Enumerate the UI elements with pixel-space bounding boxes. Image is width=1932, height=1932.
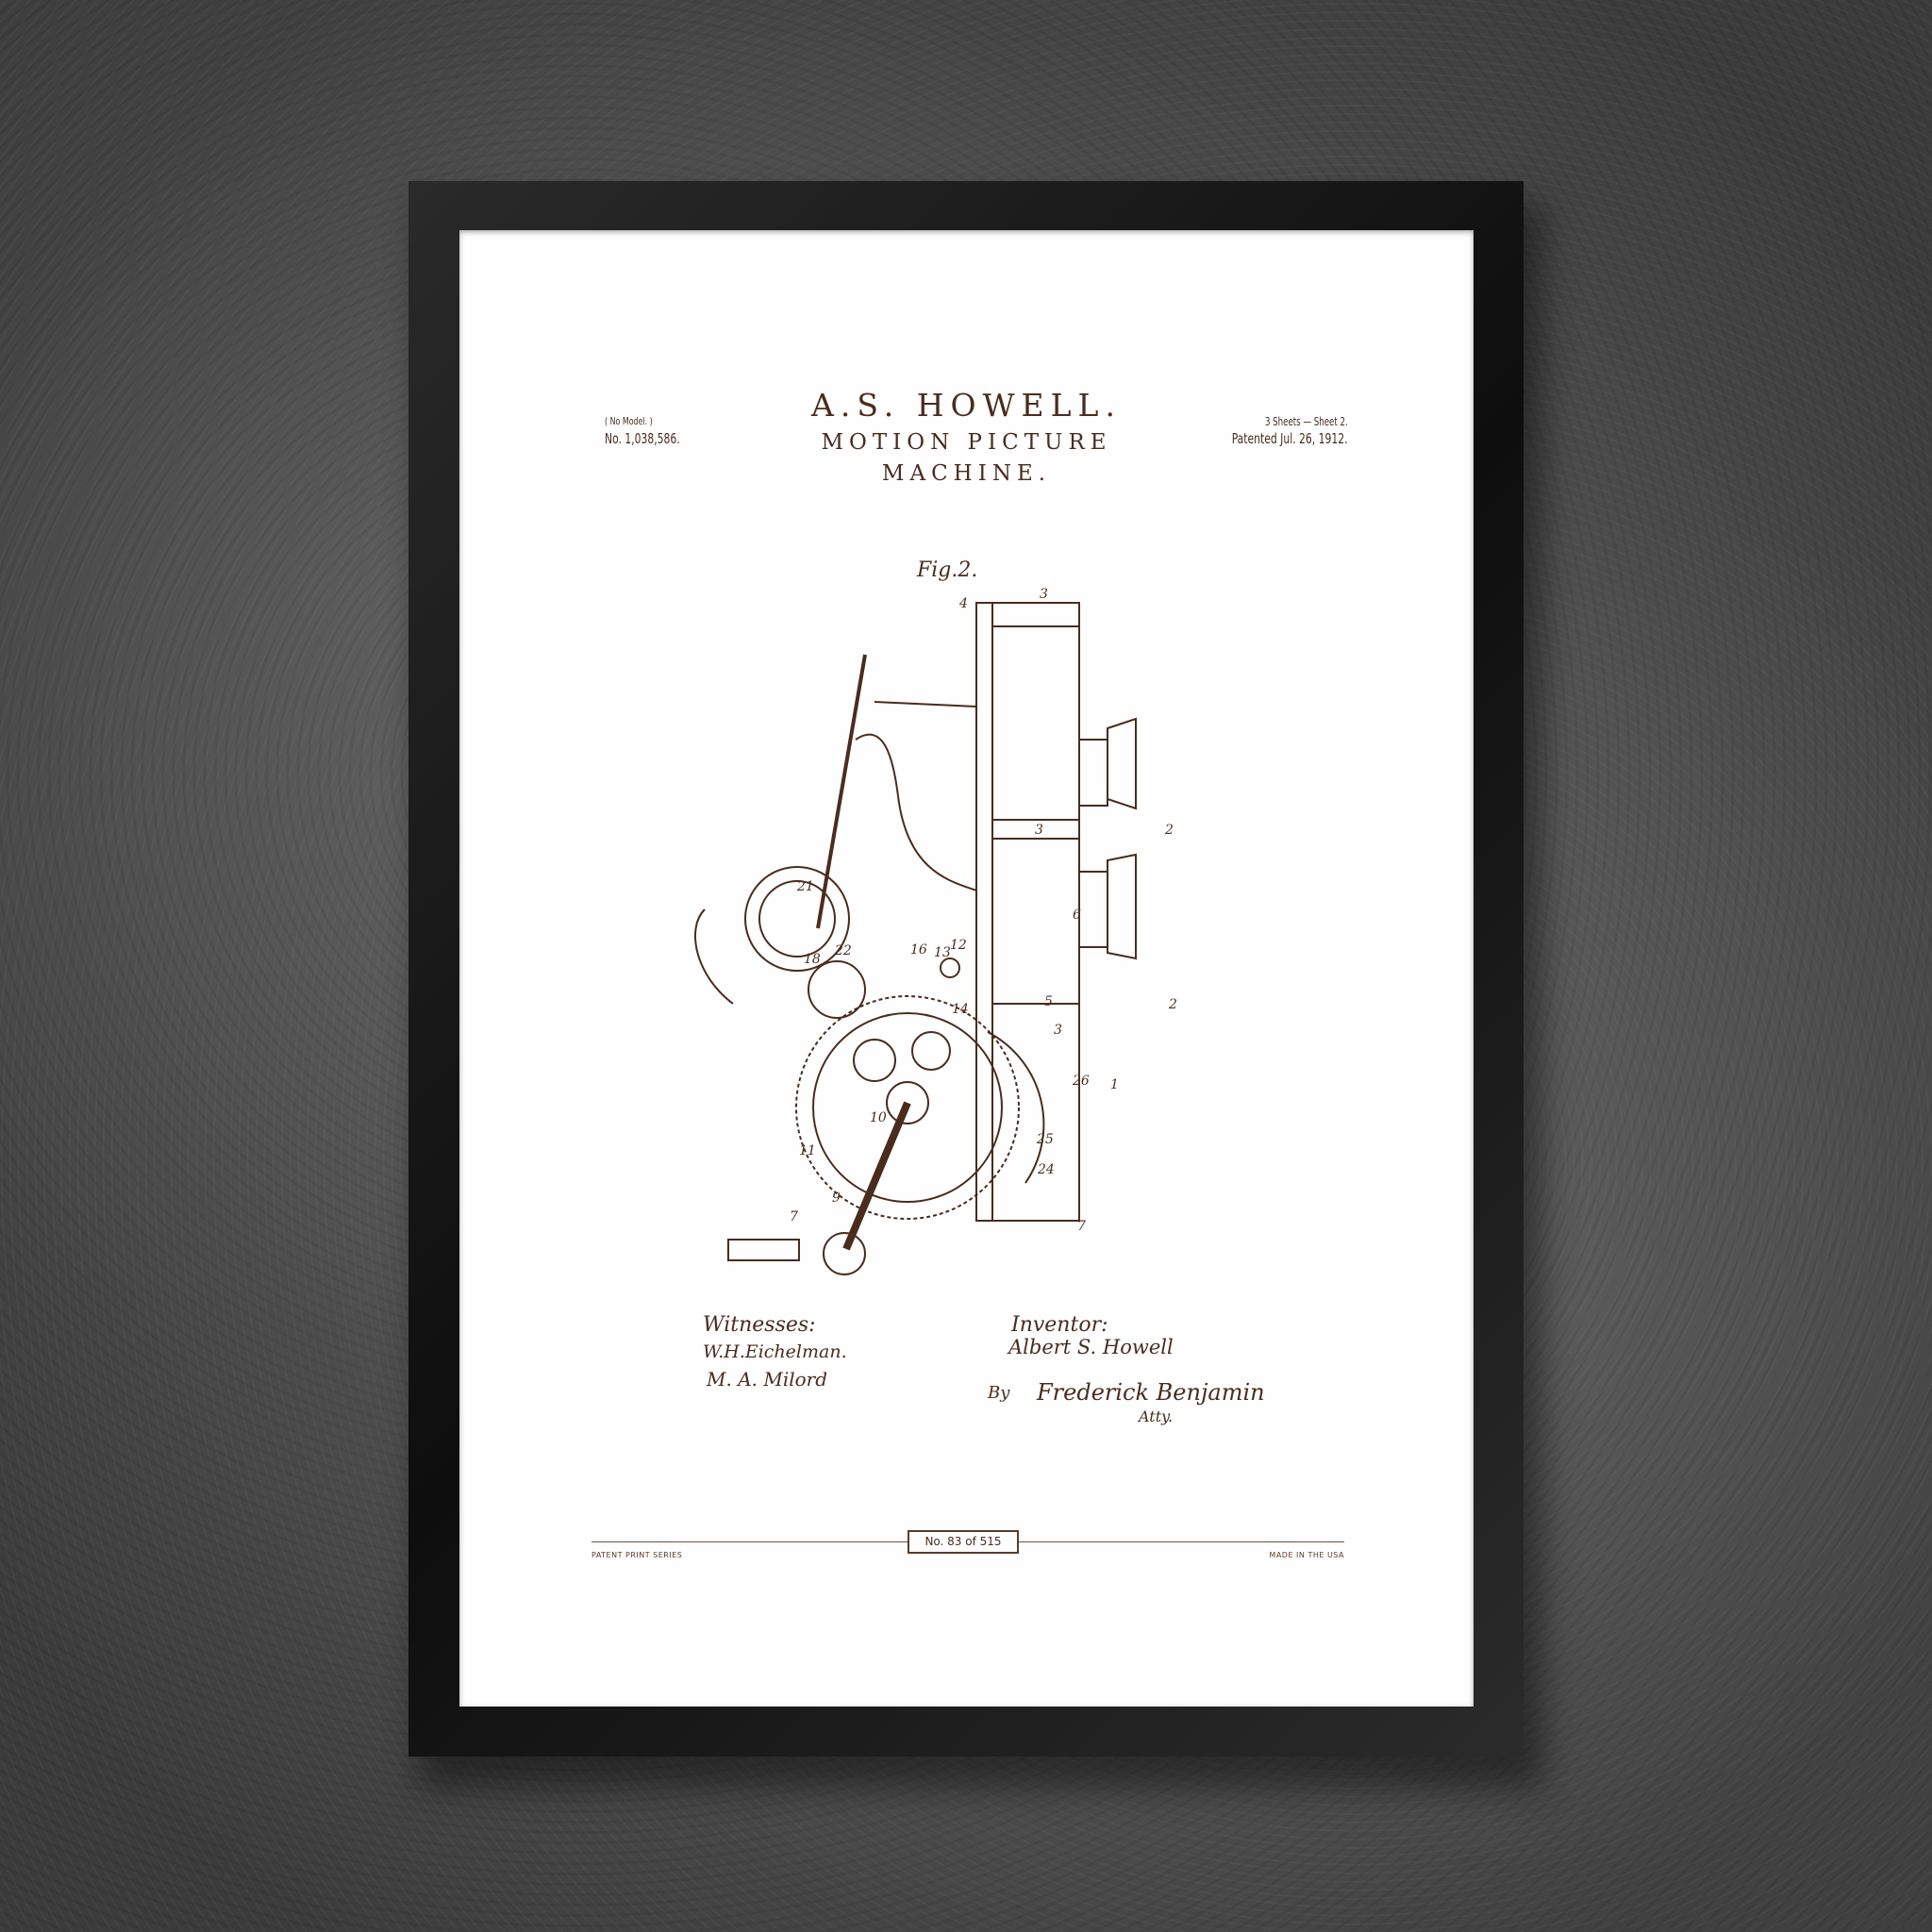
by-label: By: [988, 1383, 1010, 1403]
part-label: 6: [1073, 908, 1081, 923]
witness-signature-1: W.H.Eichelman.: [703, 1341, 847, 1362]
film-strip: [855, 733, 977, 891]
part-label: 25: [1036, 1132, 1054, 1147]
bracket: [874, 701, 977, 708]
figure-label: Fig.2.: [917, 558, 978, 582]
invention-title-line1: MOTION PICTURE: [821, 430, 1112, 455]
part-label: 5: [1044, 994, 1053, 1009]
footer-rule-left: [591, 1541, 908, 1542]
part-label: 11: [799, 1143, 816, 1158]
part-label: 21: [796, 879, 814, 894]
made-in-label: MADE IN THE USA: [1269, 1551, 1344, 1559]
crank-arm: [842, 1101, 911, 1251]
gear-22: [808, 960, 866, 1019]
part-label: 3: [1035, 823, 1043, 838]
part-label: 22: [834, 943, 852, 958]
lens-lower: [1107, 853, 1137, 960]
part-label: 14: [952, 1002, 969, 1017]
inventor-heading: Inventor:: [1011, 1313, 1108, 1337]
lens-lower-mount: [1079, 871, 1108, 948]
sheets-note: 3 Sheets — Sheet 2.: [1265, 415, 1348, 428]
attorney-signature: Frederick Benjamin: [1037, 1379, 1265, 1406]
base-foot: [727, 1239, 800, 1261]
part-label: 7: [790, 1209, 798, 1224]
part-label: 13: [934, 945, 951, 960]
witnesses-heading: Witnesses:: [703, 1313, 816, 1337]
part-label: 10: [870, 1110, 887, 1125]
part-label: 2: [1164, 823, 1174, 838]
model-note: ( No Model. ): [605, 415, 653, 427]
series-label: PATENT PRINT SERIES: [591, 1551, 683, 1559]
edition-box: No. 83 of 515: [908, 1530, 1019, 1554]
clip: [694, 908, 734, 1005]
part-label: 12: [950, 938, 967, 953]
crank-handle: [823, 1232, 866, 1275]
housing-side: [975, 602, 993, 1222]
footer-rule-right: [1019, 1541, 1344, 1542]
housing-front: [991, 602, 1080, 1222]
part-label: 7: [1077, 1219, 1086, 1234]
part-label: 16: [910, 942, 927, 958]
roller-13: [940, 958, 960, 978]
lens-upper-mount: [1079, 739, 1108, 807]
inventor-signature: Albert S. Howell: [1008, 1336, 1174, 1358]
lens-upper: [1107, 717, 1137, 810]
gear-21: [744, 866, 850, 972]
crank-rod: [816, 654, 867, 929]
patent-date: Patented Jul. 26, 1912.: [1232, 430, 1348, 447]
machine-drawing: 4 3 2 3 21 13 18 22 12 16 6 14 5 2 3 1 2…: [694, 587, 1177, 1275]
part-label: 18: [804, 952, 821, 967]
part-label: 9: [832, 1191, 841, 1206]
witness-signature-2: M. A. Milord: [707, 1368, 828, 1391]
part-label: 3: [1040, 587, 1048, 602]
patent-number: No. 1,038,586.: [605, 430, 680, 447]
hub-10: [886, 1081, 929, 1124]
part-label: 2: [1168, 997, 1177, 1012]
attorney-abbrev: Atty.: [1139, 1407, 1174, 1425]
patent-print: ( No Model. ) No. 1,038,586. A.S. HOWELL…: [459, 230, 1474, 1707]
part-label: 4: [958, 596, 968, 611]
part-label: 3: [1054, 1023, 1062, 1038]
main-gear: [795, 995, 1020, 1220]
part-label: 1: [1110, 1077, 1119, 1092]
part-label: 24: [1037, 1162, 1055, 1177]
invention-title-line2: MACHINE.: [881, 461, 1052, 486]
inventor-title: A.S. HOWELL.: [811, 387, 1122, 424]
part-label: 26: [1072, 1074, 1090, 1089]
shutter-arc: [987, 1031, 1045, 1184]
